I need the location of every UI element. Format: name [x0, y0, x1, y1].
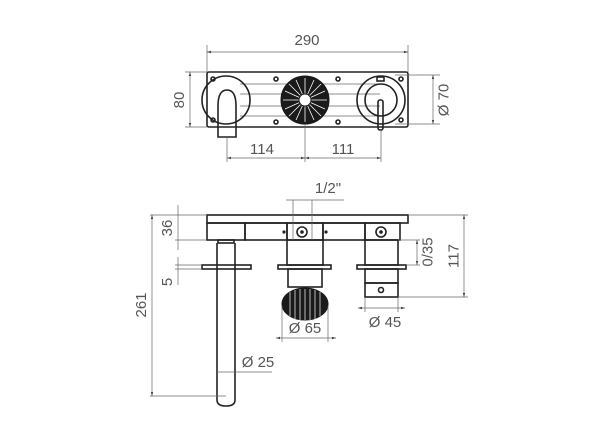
dim-114: 114 — [250, 141, 274, 158]
side-view: 1/2" 36 5 261 0/35 117 Ø 65 Ø — [133, 180, 468, 407]
spout-side — [216, 243, 236, 407]
dim-half-inch: 1/2" — [315, 180, 341, 197]
handle-rosette — [356, 75, 406, 125]
dim-111: 111 — [332, 141, 355, 158]
dim-261: 261 — [133, 292, 150, 317]
screw-holes — [210, 76, 404, 125]
dim-36: 36 — [159, 220, 176, 237]
top-view: 290 80 Ø 70 114 111 — [171, 32, 452, 162]
handle-body — [364, 83, 398, 117]
dim-d25: Ø 25 — [242, 354, 275, 371]
dim-5: 5 — [159, 278, 176, 286]
central-knob — [280, 75, 330, 125]
body-top-bar — [206, 214, 409, 224]
dim-d65: Ø 65 — [289, 320, 322, 337]
spout-rosette — [201, 75, 251, 125]
dim-0-35: 0/35 — [419, 237, 436, 266]
back-plate — [206, 71, 409, 128]
dim-d70: Ø 70 — [435, 84, 452, 117]
dim-80: 80 — [171, 92, 188, 109]
lever — [377, 99, 384, 131]
spout-top — [217, 89, 237, 138]
dim-290: 290 — [294, 32, 319, 49]
dim-d45: Ø 45 — [369, 314, 402, 331]
spout-rosette-side — [201, 264, 252, 270]
dim-117: 117 — [445, 244, 462, 268]
